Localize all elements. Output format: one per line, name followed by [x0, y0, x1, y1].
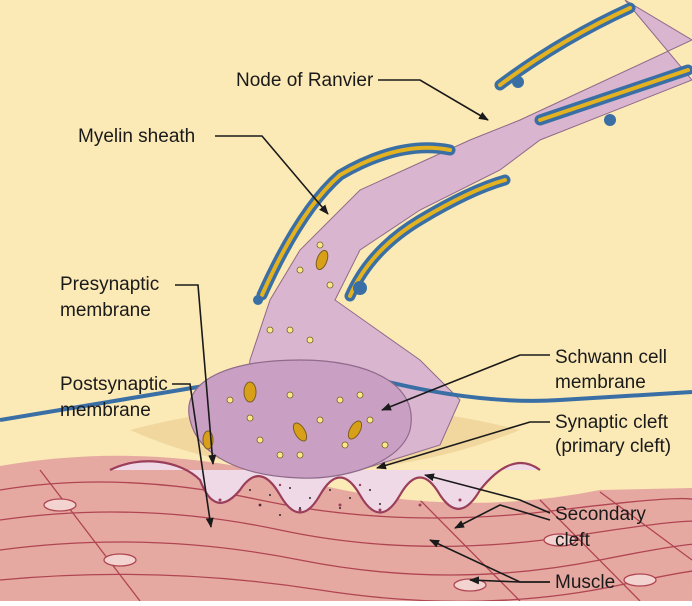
- label-synaptic-1: Synaptic cleft: [555, 412, 669, 433]
- label-postsynaptic-2: membrane: [60, 400, 151, 421]
- label-schwann-1: Schwann cell: [555, 347, 667, 368]
- label-presynaptic-1: Presynaptic: [60, 274, 159, 295]
- label-node-of-ranvier: Node of Ranvier: [236, 70, 374, 91]
- label-presynaptic-2: membrane: [60, 300, 151, 321]
- label-myelin-sheath: Myelin sheath: [78, 126, 195, 147]
- label-postsynaptic-1: Postsynaptic: [60, 374, 168, 395]
- label-schwann-2: membrane: [555, 372, 646, 393]
- label-secondary-1: Secondary: [555, 504, 646, 525]
- label-synaptic-2: (primary cleft): [555, 436, 671, 457]
- label-muscle: Muscle: [555, 572, 615, 593]
- label-secondary-2: cleft: [555, 530, 591, 551]
